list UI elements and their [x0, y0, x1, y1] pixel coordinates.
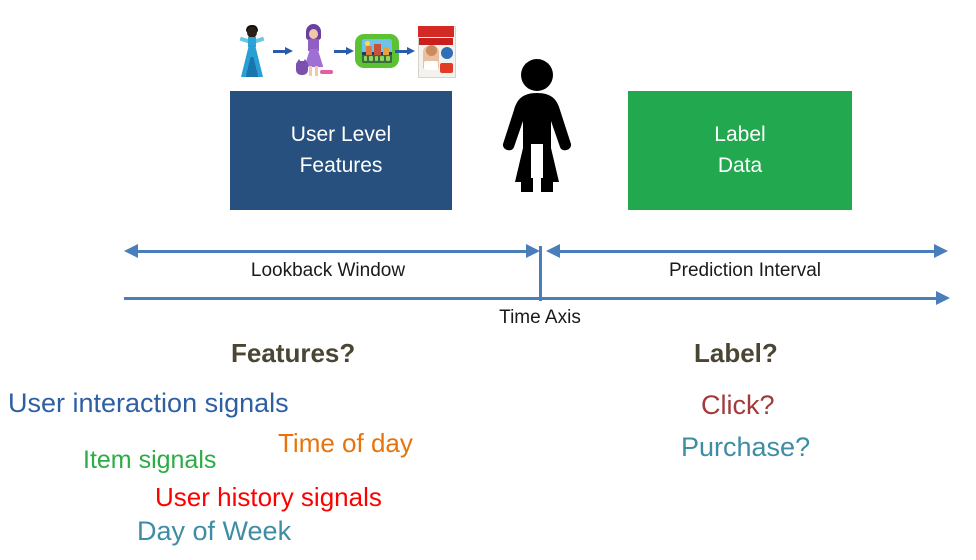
- label-word-purchase: Purchase?: [681, 432, 811, 462]
- prediction-interval-label: Prediction Interval: [668, 260, 822, 281]
- label-word-click: Click?: [701, 390, 775, 420]
- lookback-window-arrow-line: [138, 250, 534, 253]
- feature-word-day-of-week: Day of Week: [137, 516, 292, 546]
- label-question-heading: Label?: [694, 338, 778, 368]
- lookback-arrowhead-left-icon: [124, 244, 138, 258]
- user-level-features-line1: User Level: [290, 123, 392, 147]
- label-data-line2: Data: [717, 153, 763, 177]
- timeline-divider-line: [539, 246, 542, 301]
- label-data-line1: Label: [714, 123, 766, 147]
- feature-word-user-history-signals: User history signals: [155, 482, 382, 512]
- features-question-heading: Features?: [231, 338, 356, 368]
- journey-arrow-icon: [272, 47, 293, 55]
- time-axis-label: Time Axis: [499, 307, 581, 328]
- product-journey-strip: [232, 22, 456, 80]
- user-level-features-box: User Level Features: [230, 91, 452, 210]
- lookback-arrowhead-right-icon: [526, 244, 540, 258]
- feature-word-user-interaction-signals: User interaction signals: [8, 388, 289, 418]
- prediction-interval-arrow-line: [560, 250, 942, 253]
- prediction-arrowhead-left-icon: [546, 244, 560, 258]
- user-level-features-line2: Features: [299, 153, 383, 177]
- purple-hair-doll-product-icon: [293, 23, 334, 79]
- lookback-window-label: Lookback Window: [250, 260, 406, 281]
- blue-dress-doll-product-icon: [232, 23, 272, 79]
- feature-word-time-of-day: Time of day: [278, 428, 413, 458]
- feature-word-item-signals: Item signals: [83, 446, 217, 474]
- female-person-icon: [497, 58, 577, 192]
- time-axis-line: [124, 297, 938, 300]
- journey-arrow-icon: [333, 47, 354, 55]
- kids-tablet-product-icon: [354, 23, 399, 79]
- journey-arrow-icon: [395, 47, 416, 55]
- prediction-arrowhead-right-icon: [934, 244, 948, 258]
- huggies-diapers-product-icon: [416, 23, 456, 79]
- label-data-box: Label Data: [628, 91, 852, 210]
- time-axis-arrowhead-icon: [936, 291, 950, 305]
